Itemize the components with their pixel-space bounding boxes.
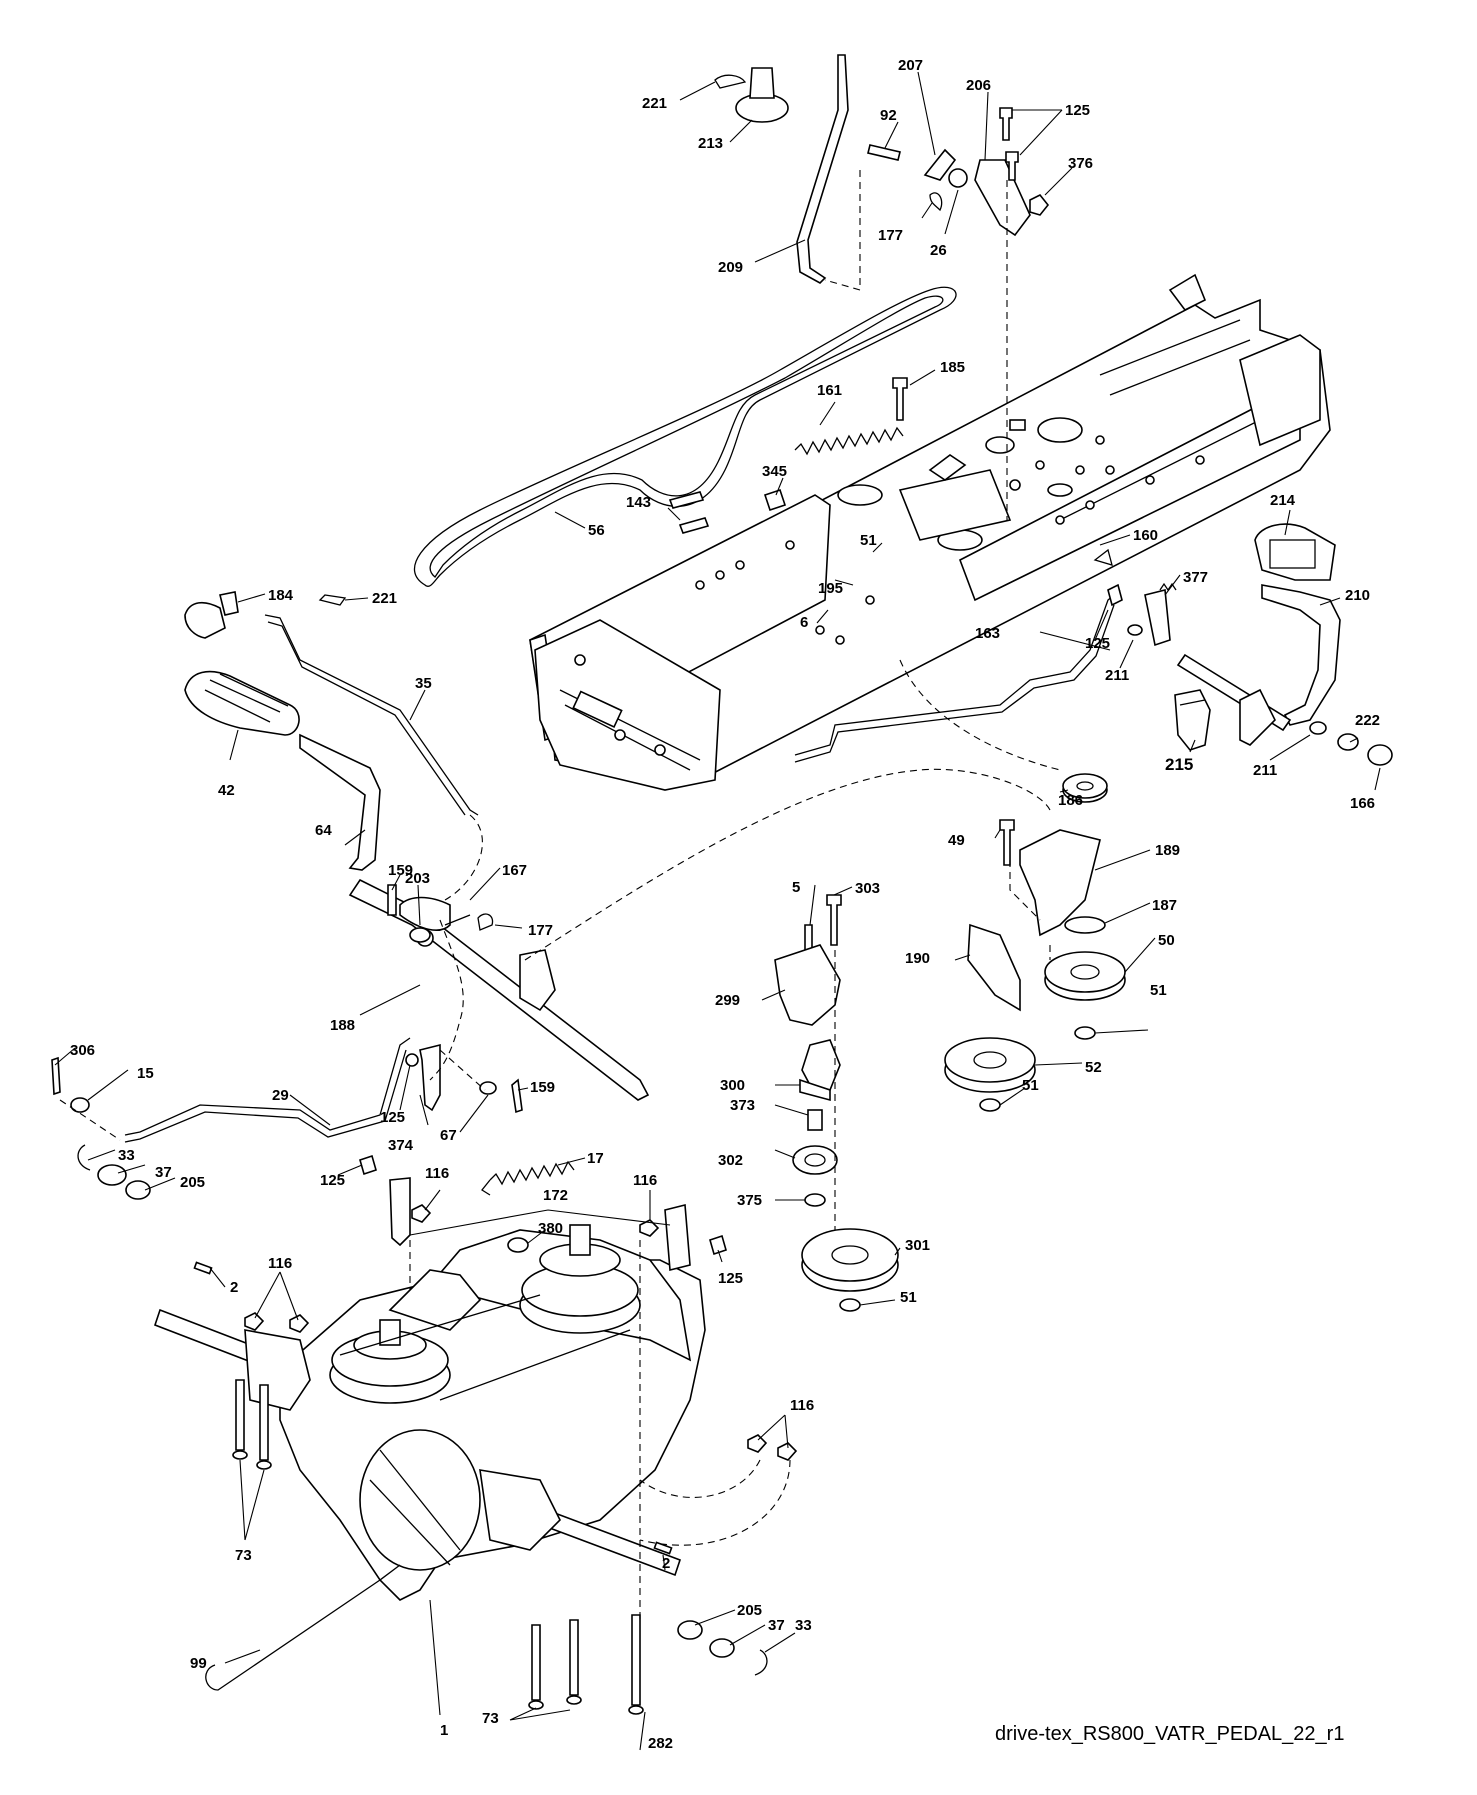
- shift-lever-assembly: [714, 54, 1050, 520]
- callout-380: 380: [538, 1220, 563, 1237]
- callout-214: 214: [1270, 492, 1296, 509]
- callout-300: 300: [720, 1077, 745, 1094]
- callout-206: 206: [966, 77, 991, 94]
- chassis-frame: [529, 273, 1331, 791]
- callout-37: 37: [155, 1164, 172, 1181]
- callout-116: 116: [268, 1255, 292, 1272]
- callout-163: 163: [975, 625, 1000, 642]
- callout-51: 51: [1150, 982, 1167, 999]
- callout-2: 2: [662, 1555, 670, 1572]
- idler-pulley-group: [944, 773, 1126, 1112]
- callout-301: 301: [905, 1237, 930, 1254]
- callout-167: 167: [502, 862, 527, 879]
- callout-6: 6: [800, 614, 808, 631]
- callout-185: 185: [940, 359, 965, 376]
- callout-56: 56: [588, 522, 605, 539]
- callout-184: 184: [268, 587, 294, 604]
- callout-374: 374: [388, 1137, 414, 1154]
- callout-159: 159: [388, 862, 413, 879]
- callout-160: 160: [1133, 527, 1158, 544]
- callout-125: 125: [380, 1109, 405, 1126]
- callout-26: 26: [930, 242, 947, 259]
- callout-159: 159: [530, 1079, 555, 1096]
- callout-143: 143: [626, 494, 651, 511]
- callout-51: 51: [1022, 1077, 1039, 1094]
- callout-42: 42: [218, 782, 235, 799]
- callout-177: 177: [528, 922, 553, 939]
- callout-373: 373: [730, 1097, 755, 1114]
- callout-125: 125: [1065, 102, 1090, 119]
- callout-376: 376: [1068, 155, 1093, 172]
- callout-375: 375: [737, 1192, 762, 1209]
- callout-172: 172: [543, 1187, 568, 1204]
- callout-125: 125: [320, 1172, 345, 1189]
- callout-299: 299: [715, 992, 740, 1009]
- callout-166: 166: [1350, 795, 1375, 812]
- callout-213: 213: [698, 135, 723, 152]
- callout-211: 211: [1253, 762, 1277, 779]
- callout-211: 211: [1105, 667, 1129, 684]
- callout-73: 73: [482, 1710, 499, 1727]
- center-idler-group: [774, 894, 899, 1312]
- spring-and-bolts: [668, 377, 908, 534]
- callout-labels: 221 213 92 207 206 125 376 177 26 209 18…: [70, 57, 1380, 1752]
- callout-221: 221: [372, 590, 397, 607]
- callout-99: 99: [190, 1655, 207, 1672]
- callout-282: 282: [648, 1735, 673, 1752]
- callout-2: 2: [230, 1279, 238, 1296]
- callout-49: 49: [948, 832, 965, 849]
- callout-190: 190: [905, 950, 930, 967]
- callout-116: 116: [425, 1165, 449, 1182]
- callout-73: 73: [235, 1547, 252, 1564]
- callout-33: 33: [795, 1617, 812, 1634]
- callout-161: 161: [817, 382, 842, 399]
- callout-52: 52: [1085, 1059, 1102, 1076]
- callout-17: 17: [587, 1150, 604, 1167]
- leader-lines: [54, 71, 1381, 1751]
- callout-33: 33: [118, 1147, 135, 1164]
- callout-51: 51: [900, 1289, 917, 1306]
- callout-116: 116: [633, 1172, 657, 1189]
- callout-195: 195: [818, 580, 843, 597]
- callout-221: 221: [642, 95, 667, 112]
- callout-205: 205: [737, 1602, 762, 1619]
- callout-92: 92: [880, 107, 897, 124]
- callout-125: 125: [1085, 635, 1110, 652]
- callout-187: 187: [1152, 897, 1177, 914]
- callout-203: 203: [405, 870, 430, 887]
- callout-51: 51: [860, 532, 877, 549]
- callout-189: 189: [1155, 842, 1180, 859]
- callout-5: 5: [792, 879, 800, 896]
- callout-345: 345: [762, 463, 787, 480]
- callout-29: 29: [272, 1087, 289, 1104]
- callout-67: 67: [440, 1127, 457, 1144]
- callout-205: 205: [180, 1174, 205, 1191]
- drive-belt: [413, 286, 957, 587]
- callout-207: 207: [898, 57, 923, 74]
- callout-215: 215: [1165, 755, 1193, 774]
- callout-188: 188: [330, 1017, 355, 1034]
- callout-125: 125: [718, 1270, 743, 1287]
- right-pedal-assembly: [794, 523, 1393, 771]
- callout-210: 210: [1345, 587, 1370, 604]
- callout-302: 302: [718, 1152, 743, 1169]
- callout-64: 64: [315, 822, 332, 839]
- callout-209: 209: [718, 259, 743, 276]
- callout-35: 35: [415, 675, 432, 692]
- callout-303: 303: [855, 880, 880, 897]
- callout-377: 377: [1183, 569, 1208, 586]
- left-pedal-assembly: [51, 591, 1051, 1196]
- callout-177: 177: [878, 227, 903, 244]
- diagram-caption: drive-tex_RS800_VATR_PEDAL_22_r1: [995, 1723, 1344, 1745]
- callout-186: 186: [1058, 792, 1083, 809]
- transaxle: [77, 1144, 798, 1715]
- callout-37: 37: [768, 1617, 785, 1634]
- callout-222: 222: [1355, 712, 1380, 729]
- callout-15: 15: [137, 1065, 154, 1082]
- callout-116: 116: [790, 1397, 814, 1414]
- callout-306: 306: [70, 1042, 95, 1059]
- callout-1: 1: [440, 1722, 448, 1739]
- callout-50: 50: [1158, 932, 1175, 949]
